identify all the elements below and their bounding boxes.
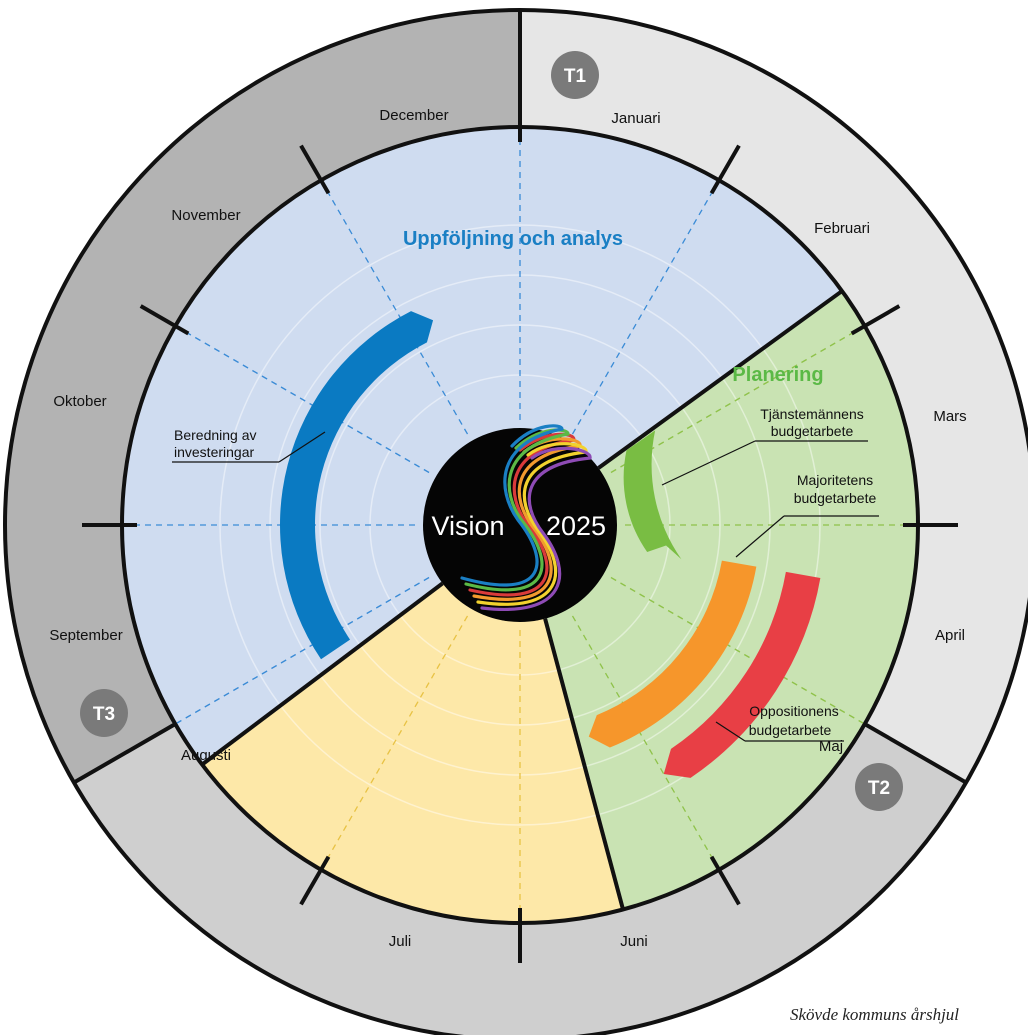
guide-ring bbox=[319, 324, 721, 726]
month-labels: Januari Februari Mars April Maj Juni Jul… bbox=[49, 107, 966, 950]
month-spoke bbox=[610, 576, 864, 724]
month-spoke bbox=[571, 181, 719, 435]
callout-investments-line1: Beredning av bbox=[174, 427, 257, 443]
month-spoke bbox=[176, 576, 430, 724]
month-label-september: September bbox=[49, 627, 122, 644]
vision-label: Vision bbox=[431, 511, 504, 541]
term-ring bbox=[5, 10, 1028, 1035]
month-ticks bbox=[82, 127, 958, 963]
month-label-augusti: Augusti bbox=[181, 747, 231, 764]
term-divider bbox=[863, 722, 968, 785]
term-badge-t2: T2 bbox=[855, 763, 903, 811]
callout-opposition: Oppositionens budgetarbete bbox=[715, 703, 844, 742]
month-tick bbox=[299, 855, 331, 906]
callout-majority-line1: Majoritetens bbox=[797, 472, 873, 488]
inner-guides bbox=[124, 129, 916, 921]
callout-investments-line2: investeringar bbox=[174, 444, 254, 460]
term-dividers bbox=[72, 10, 968, 785]
month-tick bbox=[850, 304, 901, 336]
month-spoke bbox=[571, 615, 719, 869]
month-label-februari: Februari bbox=[814, 220, 870, 237]
phase-sector-summer bbox=[202, 525, 624, 923]
phase-dividers bbox=[200, 289, 844, 910]
callout-officials-line1: Tjänstemännens bbox=[760, 406, 864, 422]
opposition-budget-arc bbox=[663, 571, 821, 778]
figure-caption: Skövde kommuns årshjul bbox=[790, 1005, 960, 1024]
month-label-maj: Maj bbox=[819, 738, 843, 755]
callout-opposition-line1: Oppositionens bbox=[749, 703, 839, 719]
term-divider bbox=[72, 722, 177, 785]
callout-majority: Majoritetens budgetarbete bbox=[735, 472, 879, 558]
month-label-juli: Juli bbox=[389, 933, 412, 950]
month-tick bbox=[709, 855, 741, 906]
month-label-december: December bbox=[379, 107, 448, 124]
vision-logo-ribbons bbox=[460, 424, 592, 611]
month-label-januari: Januari bbox=[611, 110, 660, 127]
month-label-november: November bbox=[171, 207, 240, 224]
vision-year-label: 2025 bbox=[546, 511, 606, 541]
month-tick bbox=[299, 144, 331, 195]
phase-divider bbox=[200, 581, 444, 767]
month-spoke bbox=[321, 615, 469, 869]
investments-arc bbox=[280, 311, 434, 660]
month-label-april: April bbox=[935, 627, 965, 644]
phase-divider bbox=[543, 618, 625, 910]
callout-officials: Tjänstemännens budgetarbete bbox=[661, 406, 868, 486]
month-tick bbox=[709, 144, 741, 195]
month-spoke bbox=[321, 181, 469, 435]
vision-hub: Vision 2025 bbox=[423, 424, 617, 622]
term-label-t2: T2 bbox=[868, 778, 890, 799]
month-spoke bbox=[176, 326, 430, 474]
phase-divider bbox=[597, 289, 844, 470]
callout-officials-line2: budgetarbete bbox=[771, 423, 854, 439]
month-tick bbox=[139, 304, 190, 336]
month-label-oktober: Oktober bbox=[53, 393, 106, 410]
term-badge-t1: T1 bbox=[551, 51, 599, 99]
callout-opposition-line2: budgetarbete bbox=[749, 722, 832, 738]
month-label-mars: Mars bbox=[933, 408, 966, 425]
callout-investments: Beredning av investeringar bbox=[172, 427, 326, 463]
officials-budget-arc bbox=[623, 430, 682, 560]
phase-title-followup: Uppföljning och analys bbox=[403, 228, 623, 250]
term-label-t3: T3 bbox=[93, 704, 115, 725]
month-spoke bbox=[610, 326, 864, 474]
guide-ring bbox=[219, 224, 821, 826]
term-sector-t2 bbox=[73, 724, 967, 1035]
month-label-juni: Juni bbox=[620, 933, 648, 950]
term-sector-t3 bbox=[5, 10, 521, 783]
term-label-t1: T1 bbox=[564, 66, 587, 87]
callout-majority-line2: budgetarbete bbox=[794, 490, 877, 506]
term-sector-t1 bbox=[520, 10, 1028, 783]
phase-title-planning: Planering bbox=[732, 364, 823, 386]
majority-budget-arc bbox=[588, 560, 757, 748]
term-badge-t3: T3 bbox=[80, 689, 128, 737]
